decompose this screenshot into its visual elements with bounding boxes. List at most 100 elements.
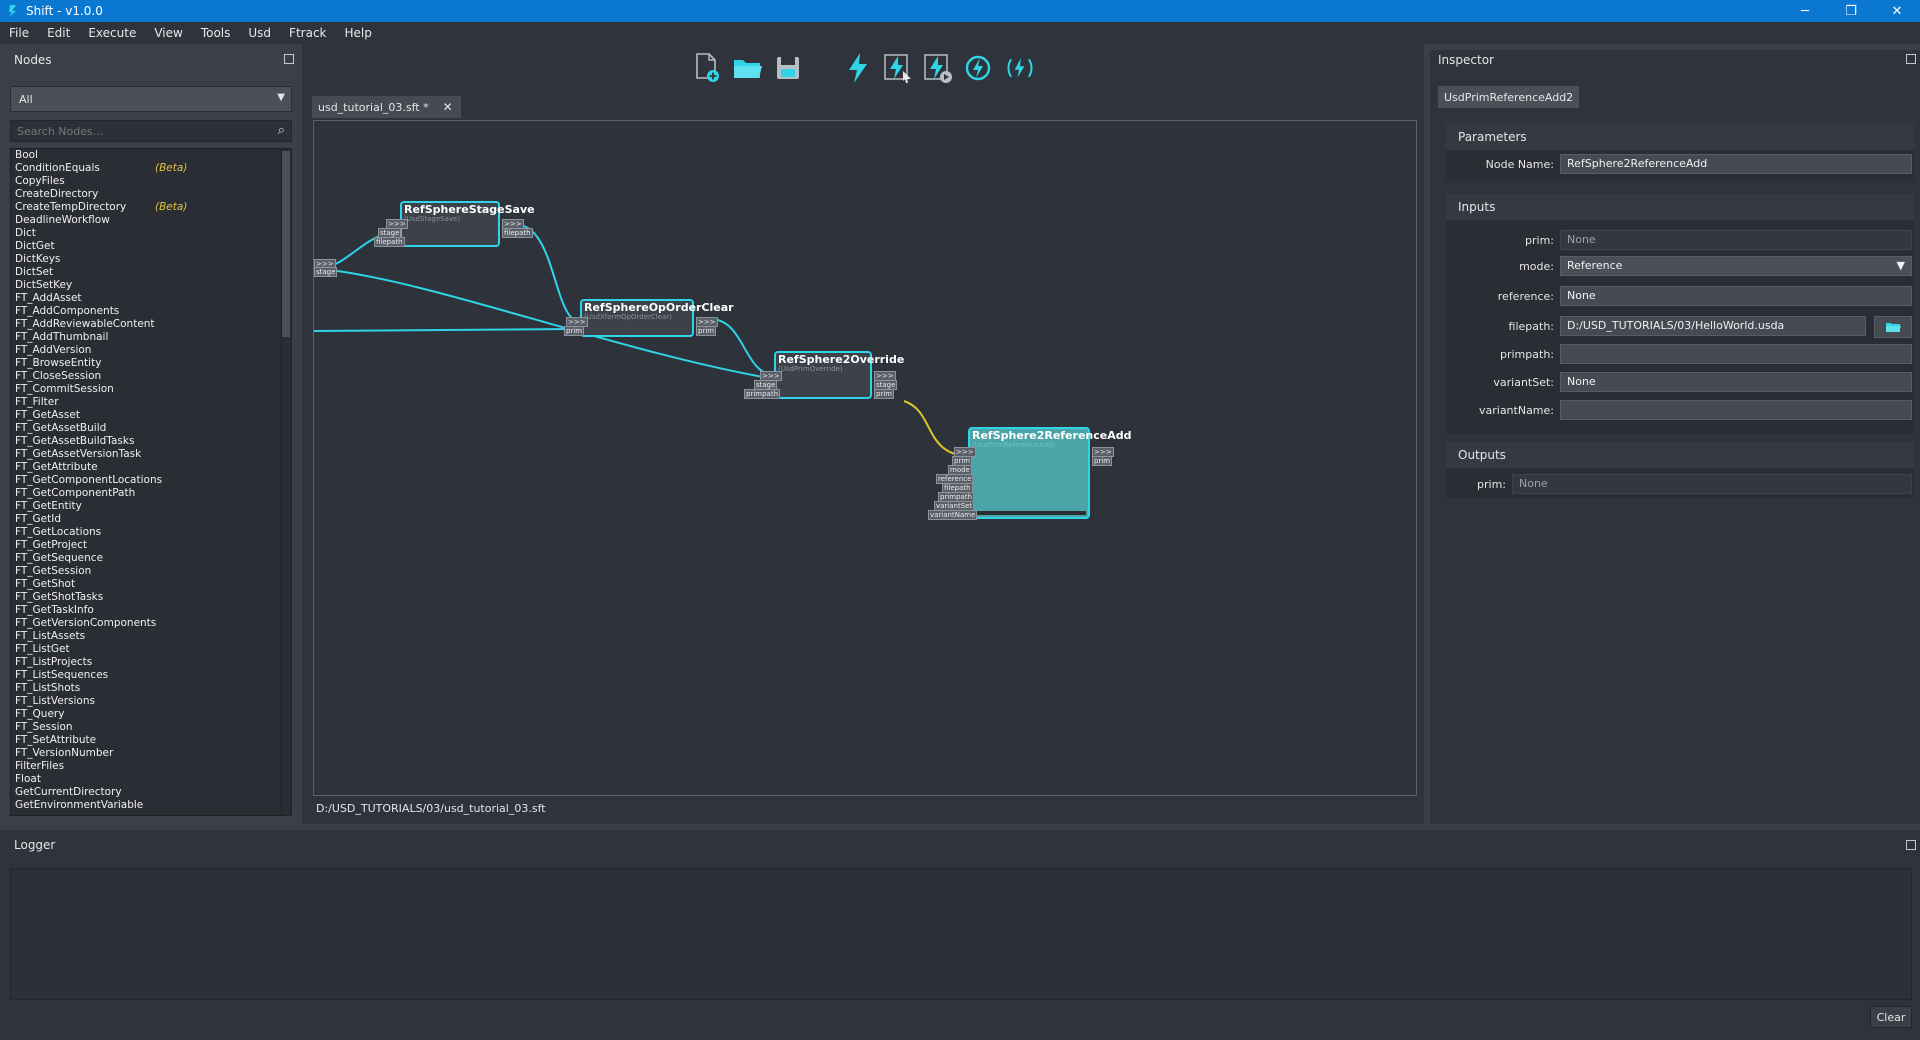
node-list-item[interactable]: FT_Query <box>11 708 291 721</box>
node-filter-dropdown[interactable]: All ▼ <box>10 86 292 112</box>
node-list-item[interactable]: ConditionEquals(Beta) <box>11 162 291 175</box>
node-list-item[interactable]: FT_GetComponentLocations <box>11 474 291 487</box>
node-list-item[interactable]: FT_BrowseEntity <box>11 357 291 370</box>
search-icon[interactable]: ⌕ <box>277 123 285 138</box>
node-search-field[interactable]: ⌕ <box>10 120 292 142</box>
reference-input-field[interactable]: None <box>1560 286 1912 306</box>
undock-icon[interactable] <box>1906 54 1916 64</box>
variantset-input-field[interactable]: None <box>1560 372 1912 392</box>
menu-execute[interactable]: Execute <box>88 26 137 40</box>
node-list-item[interactable]: FT_ListGet <box>11 643 291 656</box>
node-list-item[interactable]: FT_GetSequence <box>11 552 291 565</box>
execute-refresh-button[interactable] <box>962 52 994 84</box>
node-list-item[interactable]: FT_GetProject <box>11 539 291 552</box>
new-file-button[interactable] <box>692 52 724 84</box>
node-list-item[interactable]: FT_Session <box>11 721 291 734</box>
node-list-item[interactable]: FT_AddVersion <box>11 344 291 357</box>
node-list-scrollbar[interactable] <box>281 149 291 815</box>
prim-out-port[interactable]: prim <box>874 389 895 399</box>
node-list-item[interactable]: DictSetKey <box>11 279 291 292</box>
open-button[interactable] <box>732 52 764 84</box>
execute-selected-button[interactable] <box>882 52 914 84</box>
document-tab[interactable]: usd_tutorial_03.sft * ✕ <box>312 96 461 118</box>
undock-icon[interactable] <box>1906 840 1916 850</box>
node-list-item[interactable]: FT_GetId <box>11 513 291 526</box>
undock-icon[interactable] <box>284 54 294 64</box>
menu-edit[interactable]: Edit <box>47 26 71 40</box>
menu-ftrack[interactable]: Ftrack <box>289 26 327 40</box>
minimize-button[interactable]: ─ <box>1801 3 1809 19</box>
node-list-item[interactable]: FT_GetEntity <box>11 500 291 513</box>
node-list-item[interactable]: FT_AddReviewableContent <box>11 318 291 331</box>
primpath-in-port[interactable]: primpath <box>744 389 780 399</box>
graph-node-reference-add[interactable]: RefSphere2ReferenceAdd (UsdPrimReference… <box>968 427 1131 519</box>
node-name-field[interactable]: RefSphere2ReferenceAdd <box>1560 154 1912 174</box>
filepath-in-port[interactable]: filepath <box>374 237 405 247</box>
node-list-item[interactable]: FT_SetAttribute <box>11 734 291 747</box>
menu-help[interactable]: Help <box>344 26 372 40</box>
log-output[interactable] <box>10 868 1912 1000</box>
graph-node-stage-save[interactable]: RefSphereStageSave (UsdStageSave) <box>400 201 535 247</box>
node-list-item[interactable]: FT_GetAsset <box>11 409 291 422</box>
maximize-button[interactable]: ❐ <box>1845 3 1857 19</box>
node-list-item[interactable]: FT_GetVersionComponents <box>11 617 291 630</box>
node-list-item[interactable]: CreateDirectory <box>11 188 291 201</box>
execute-from-button[interactable] <box>922 52 954 84</box>
variantname-input-field[interactable] <box>1560 400 1912 420</box>
menu-usd[interactable]: Usd <box>248 26 272 40</box>
execute-button[interactable] <box>842 52 874 84</box>
node-list-item[interactable]: DeadlineWorkflow <box>11 214 291 227</box>
node-list-item[interactable]: FT_AddAsset <box>11 292 291 305</box>
node-list-item[interactable]: Bool <box>11 149 291 162</box>
node-list-item[interactable]: DictKeys <box>11 253 291 266</box>
node-list-item[interactable]: FT_VersionNumber <box>11 747 291 760</box>
node-list-item[interactable]: FT_GetComponentPath <box>11 487 291 500</box>
node-list-item[interactable]: FT_ListProjects <box>11 656 291 669</box>
node-list-item[interactable]: FT_GetAttribute <box>11 461 291 474</box>
node-list-item[interactable]: FT_AddThumbnail <box>11 331 291 344</box>
scroll-thumb[interactable] <box>282 151 290 337</box>
node-list-item[interactable]: FT_GetTaskInfo <box>11 604 291 617</box>
node-list-item[interactable]: FT_CommitSession <box>11 383 291 396</box>
node-list-item[interactable]: Dict <box>11 227 291 240</box>
node-list-item[interactable]: DictGet <box>11 240 291 253</box>
node-list-item[interactable]: FT_ListSequences <box>11 669 291 682</box>
node-list-item[interactable]: FT_GetAssetVersionTask <box>11 448 291 461</box>
node-list-item[interactable]: GetCurrentDirectory <box>11 786 291 799</box>
menu-view[interactable]: View <box>154 26 183 40</box>
node-list-item[interactable]: FT_ListVersions <box>11 695 291 708</box>
node-list-item[interactable]: FilterFiles <box>11 760 291 773</box>
clear-log-button[interactable]: Clear <box>1870 1006 1912 1028</box>
menu-tools[interactable]: Tools <box>200 26 231 40</box>
graph-node-op-order-clear[interactable]: RefSphereOpOrderClear (UsdXformOpOrderCl… <box>580 299 734 337</box>
node-list-item[interactable]: CreateTempDirectory(Beta) <box>11 201 291 214</box>
node-search-input[interactable] <box>17 124 257 138</box>
mode-dropdown[interactable]: Reference ▼ <box>1560 256 1912 276</box>
browse-button[interactable] <box>1874 316 1912 338</box>
node-list-item[interactable]: FT_GetAssetBuild <box>11 422 291 435</box>
node-list-item[interactable]: FT_GetAssetBuildTasks <box>11 435 291 448</box>
prim-out-port[interactable]: prim <box>696 326 717 336</box>
variantname-in-port[interactable]: variantName <box>928 510 978 520</box>
node-list-item[interactable]: FT_CloseSession <box>11 370 291 383</box>
stage-out-port[interactable]: stage <box>314 267 338 277</box>
node-list-item[interactable]: CopyFiles <box>11 175 291 188</box>
node-list-item[interactable]: FT_GetShotTasks <box>11 591 291 604</box>
execute-continuous-button[interactable] <box>1004 52 1036 84</box>
node-list-item[interactable]: FT_ListShots <box>11 682 291 695</box>
node-list-item[interactable]: FT_GetShot <box>11 578 291 591</box>
graph-node-override[interactable]: RefSphere2Override (UsdPrimOverride) <box>774 351 904 399</box>
node-list-item[interactable]: GetEnvironmentVariable <box>11 799 291 812</box>
node-list-item[interactable]: Float <box>11 773 291 786</box>
prim-out-port[interactable]: prim <box>1092 456 1113 466</box>
close-window-button[interactable]: ✕ <box>1891 3 1903 19</box>
node-list-item[interactable]: FT_ListAssets <box>11 630 291 643</box>
node-graph-canvas[interactable]: RefSphereStageSave (UsdStageSave) >>> st… <box>313 120 1417 796</box>
filepath-input-field[interactable]: D:/USD_TUTORIALS/03/HelloWorld.usda <box>1560 316 1866 336</box>
primpath-input-field[interactable] <box>1560 344 1912 364</box>
node-list-item[interactable]: FT_GetSession <box>11 565 291 578</box>
node-list-item[interactable]: DictSet <box>11 266 291 279</box>
close-tab-icon[interactable]: ✕ <box>442 100 453 114</box>
node-list-item[interactable]: FT_Filter <box>11 396 291 409</box>
node-list-item[interactable]: FT_AddComponents <box>11 305 291 318</box>
